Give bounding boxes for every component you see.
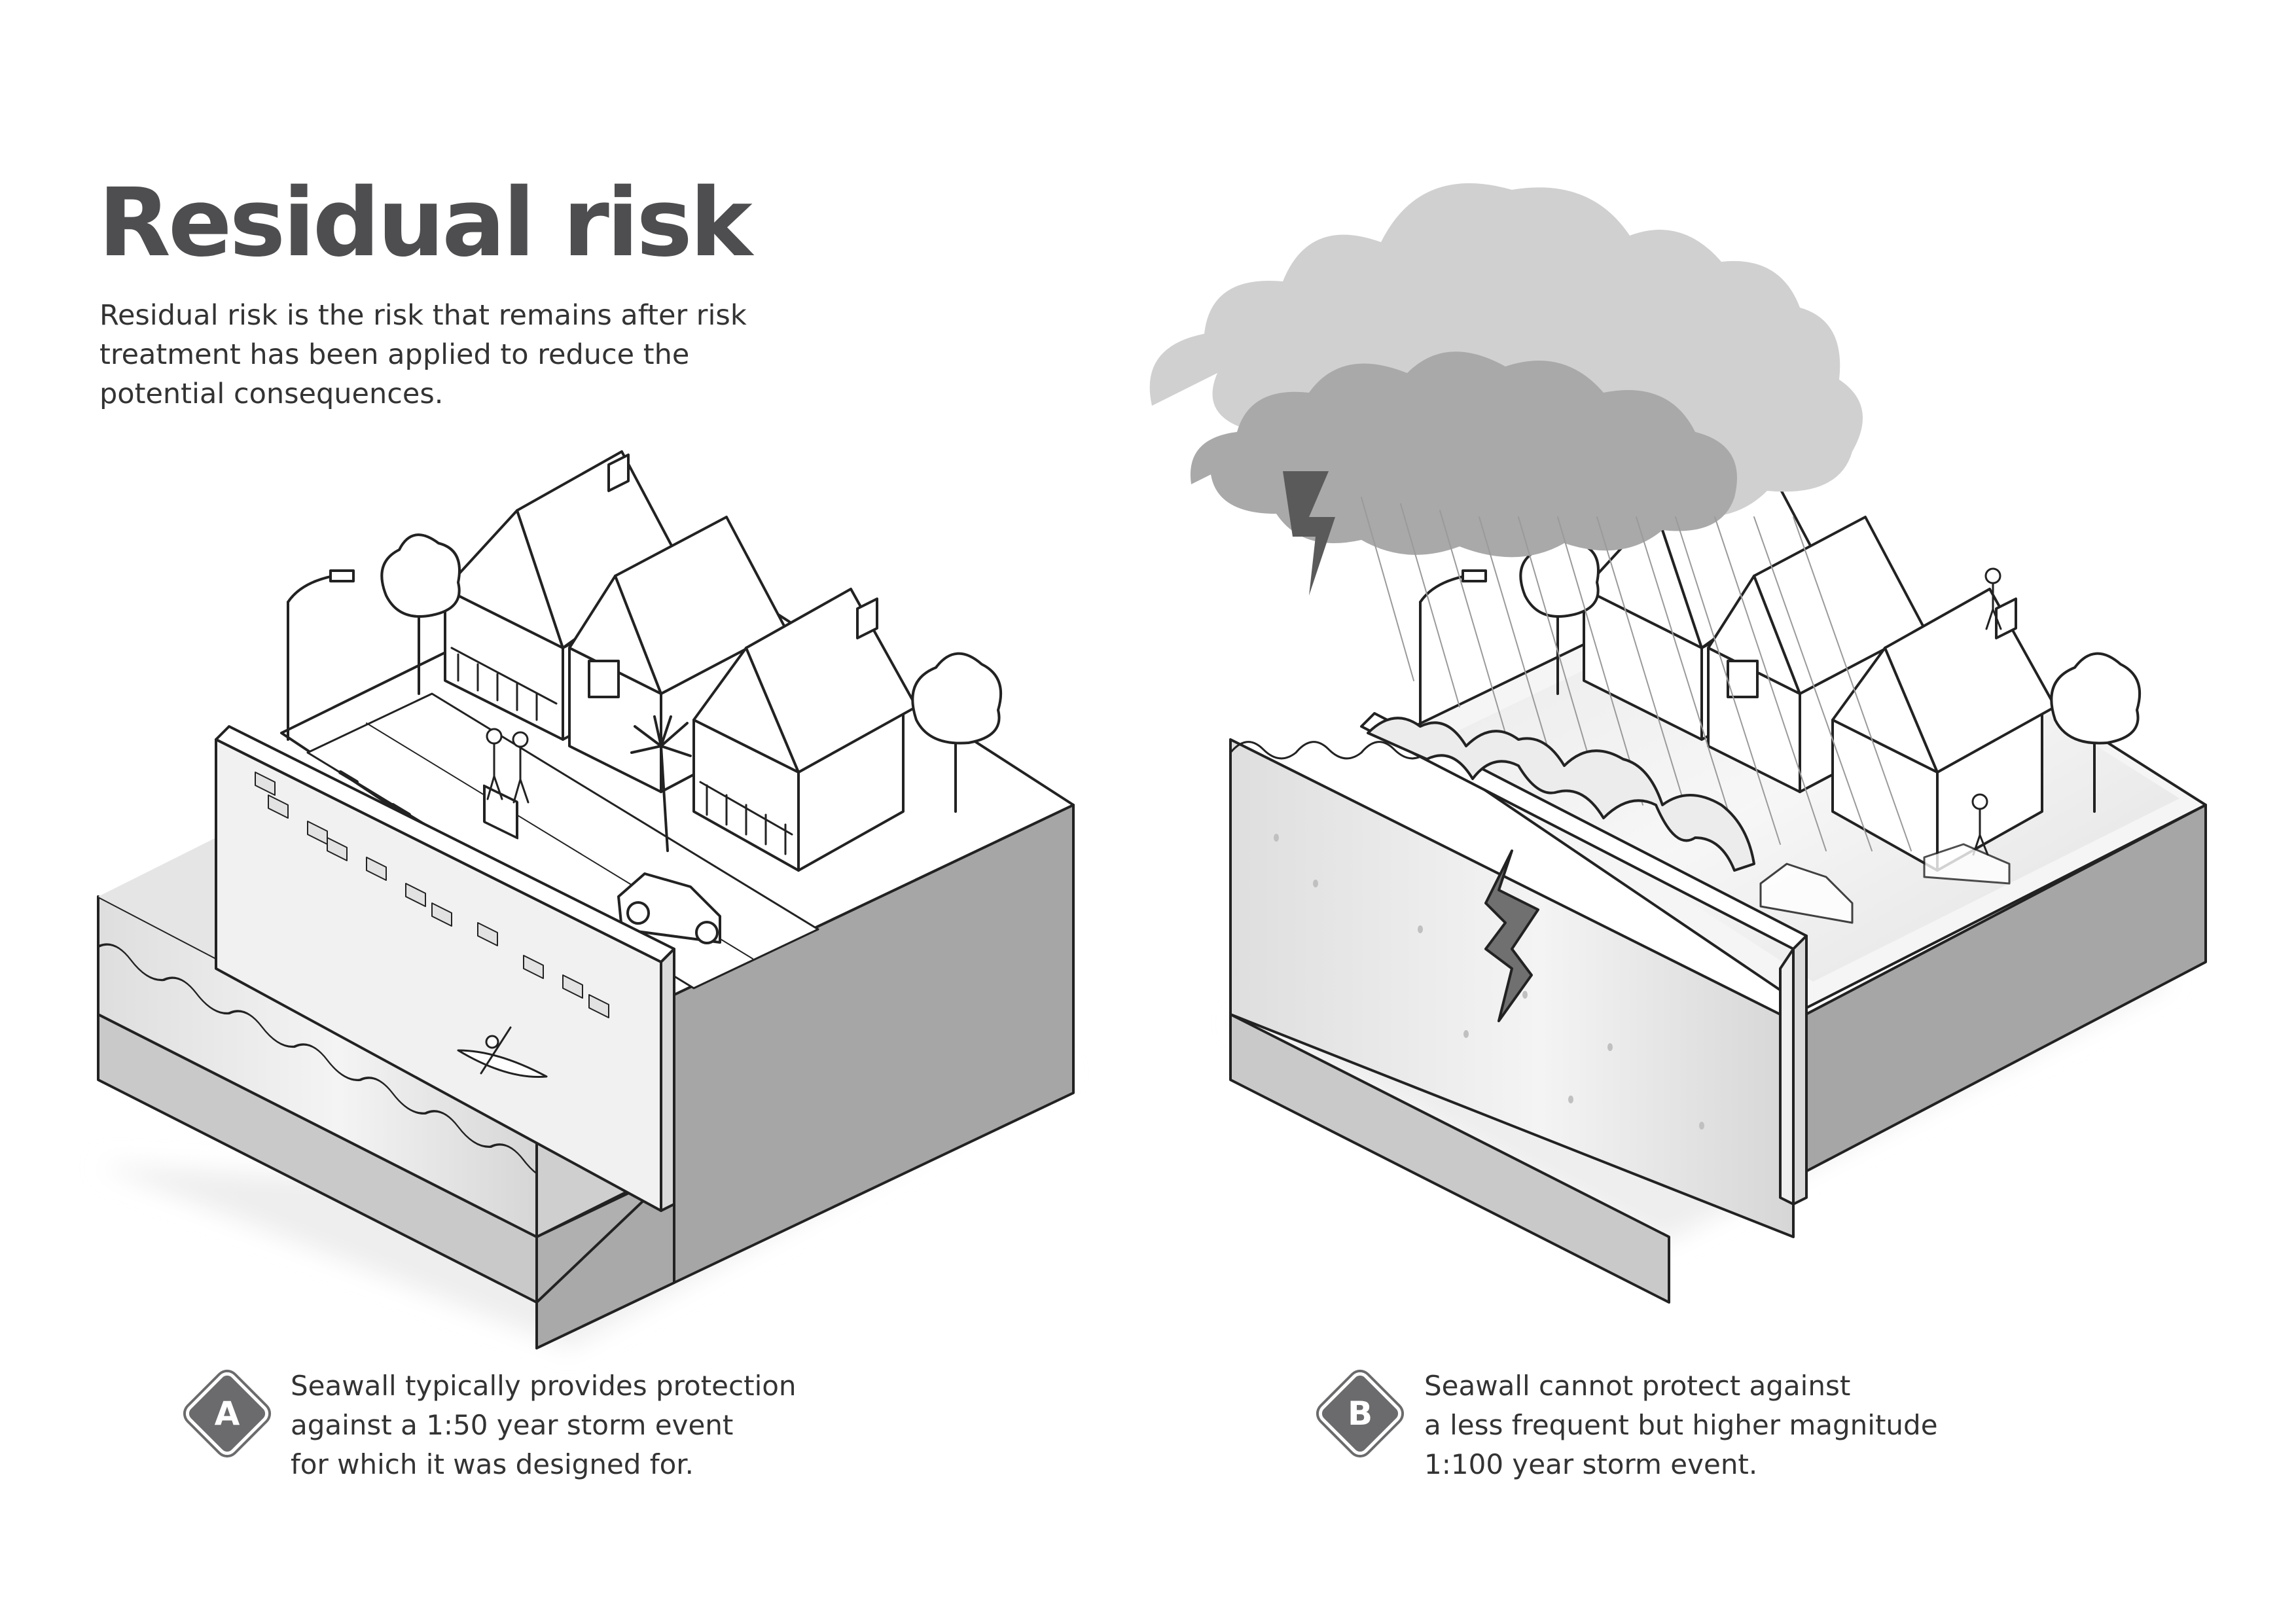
intro-text: Residual risk is the risk that remains a… [99,296,754,414]
submerged-car-b [1923,843,2011,885]
overtopping-wave-b [1367,717,1755,872]
tree-a2 [911,652,1003,813]
seawall-a [215,725,675,1212]
page-title: Residual risk [98,168,753,277]
scene-b [1149,183,2207,1304]
intro-line: Residual risk is the risk that remains a… [99,299,747,332]
caption-line: for which it was designed for. [291,1448,694,1480]
intro-line: potential consequences. [99,378,444,410]
caption-line: a less frequent but higher magnitude [1424,1409,1938,1441]
caption-b: Seawall cannot protect against a less fr… [1424,1366,1938,1484]
house-a2 [568,516,787,793]
storm-cloud-b [1149,183,1863,596]
caption-line: 1:100 year storm event. [1424,1448,1758,1480]
palm-tree-a [630,715,692,852]
caption-a: Seawall typically provides protection ag… [291,1366,797,1484]
scene-a [97,450,1075,1349]
pedestrians-a [486,728,529,804]
tree-a1 [380,533,461,695]
house-b3 [1831,588,2056,872]
intro-line: treatment has been applied to reduce the [99,338,690,371]
streetlight-a [287,569,355,741]
water-bubbles-b [1274,834,1704,1130]
badge-b: B [1318,1372,1402,1455]
car-b [1759,863,1854,924]
tree-b2 [2050,652,2142,813]
badge-letter: A [214,1395,240,1433]
caption-line: Seawall typically provides protection [291,1370,797,1402]
caption-line: Seawall cannot protect against [1424,1370,1851,1402]
kayak-a [457,1026,548,1078]
badge-a: A [185,1372,269,1455]
water-waves-a [97,943,558,1181]
wall-crack-b [1484,849,1539,1022]
badge-letter: B [1347,1395,1373,1433]
base-front2-a [535,1170,675,1349]
stranded-people-b [1971,567,2002,856]
caption-line: against a 1:50 year storm event [291,1409,734,1441]
base-front-b [1229,1013,1670,1304]
water-waves-b [1229,741,1428,760]
rain-b [1361,497,1912,851]
house-a3 [692,588,918,872]
